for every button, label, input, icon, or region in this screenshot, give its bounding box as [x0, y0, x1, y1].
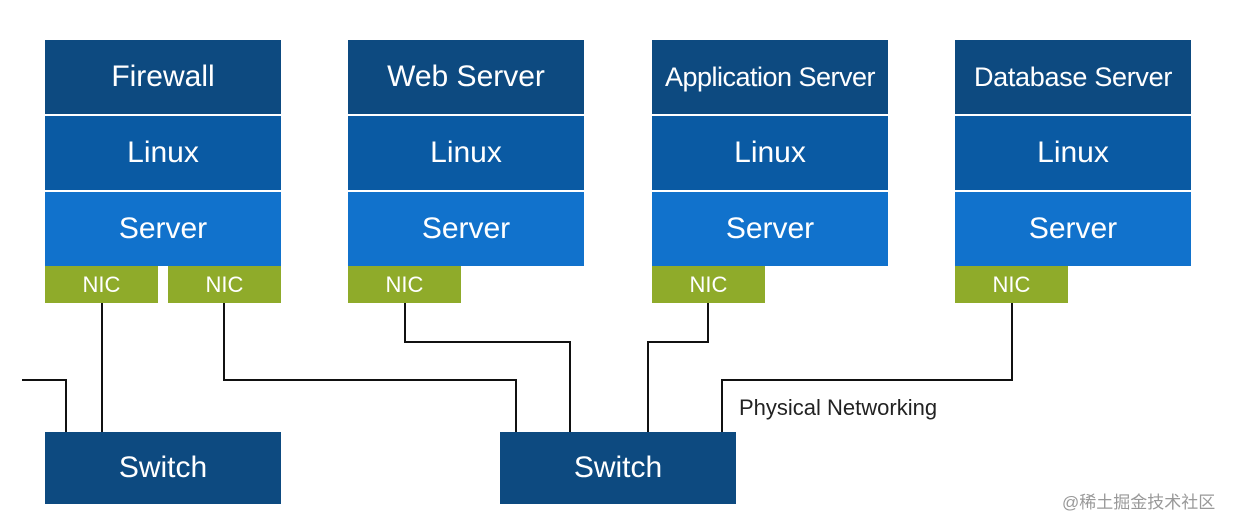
wire-app-nic-to-switch2 — [647, 303, 709, 432]
application-server-hw-box: Server — [652, 192, 888, 266]
database-server-os-box: Linux — [955, 116, 1191, 190]
web-server-title-box: Web Server — [348, 40, 584, 114]
physical-networking-label: Physical Networking — [739, 395, 938, 420]
web-server-hw-box: Server — [348, 192, 584, 266]
wire-db-nic-to-switch2 — [721, 303, 1013, 432]
database-server-nic: NIC — [955, 266, 1068, 303]
firewall-nic-1: NIC — [45, 266, 158, 303]
firewall-os-box: Linux — [45, 116, 281, 190]
switch-left: Switch — [45, 432, 281, 504]
application-server-nic: NIC — [652, 266, 765, 303]
wire-web-nic-to-switch2 — [404, 303, 571, 432]
web-server-os-box: Linux — [348, 116, 584, 190]
database-server-hw-box: Server — [955, 192, 1191, 266]
firewall-title-box: Firewall — [45, 40, 281, 114]
firewall-nic-2: NIC — [168, 266, 281, 303]
firewall-hw-box: Server — [45, 192, 281, 266]
switch-center: Switch — [500, 432, 736, 504]
wire-external-to-switch1 — [22, 379, 67, 432]
web-server-nic: NIC — [348, 266, 461, 303]
watermark: @稀土掘金技术社区 — [1062, 493, 1216, 512]
application-server-os-box: Linux — [652, 116, 888, 190]
application-server-title-box: Application Server — [652, 40, 888, 114]
wire-firewall-nic2-to-switch2 — [223, 303, 517, 432]
database-server-title-box: Database Server — [955, 40, 1191, 114]
